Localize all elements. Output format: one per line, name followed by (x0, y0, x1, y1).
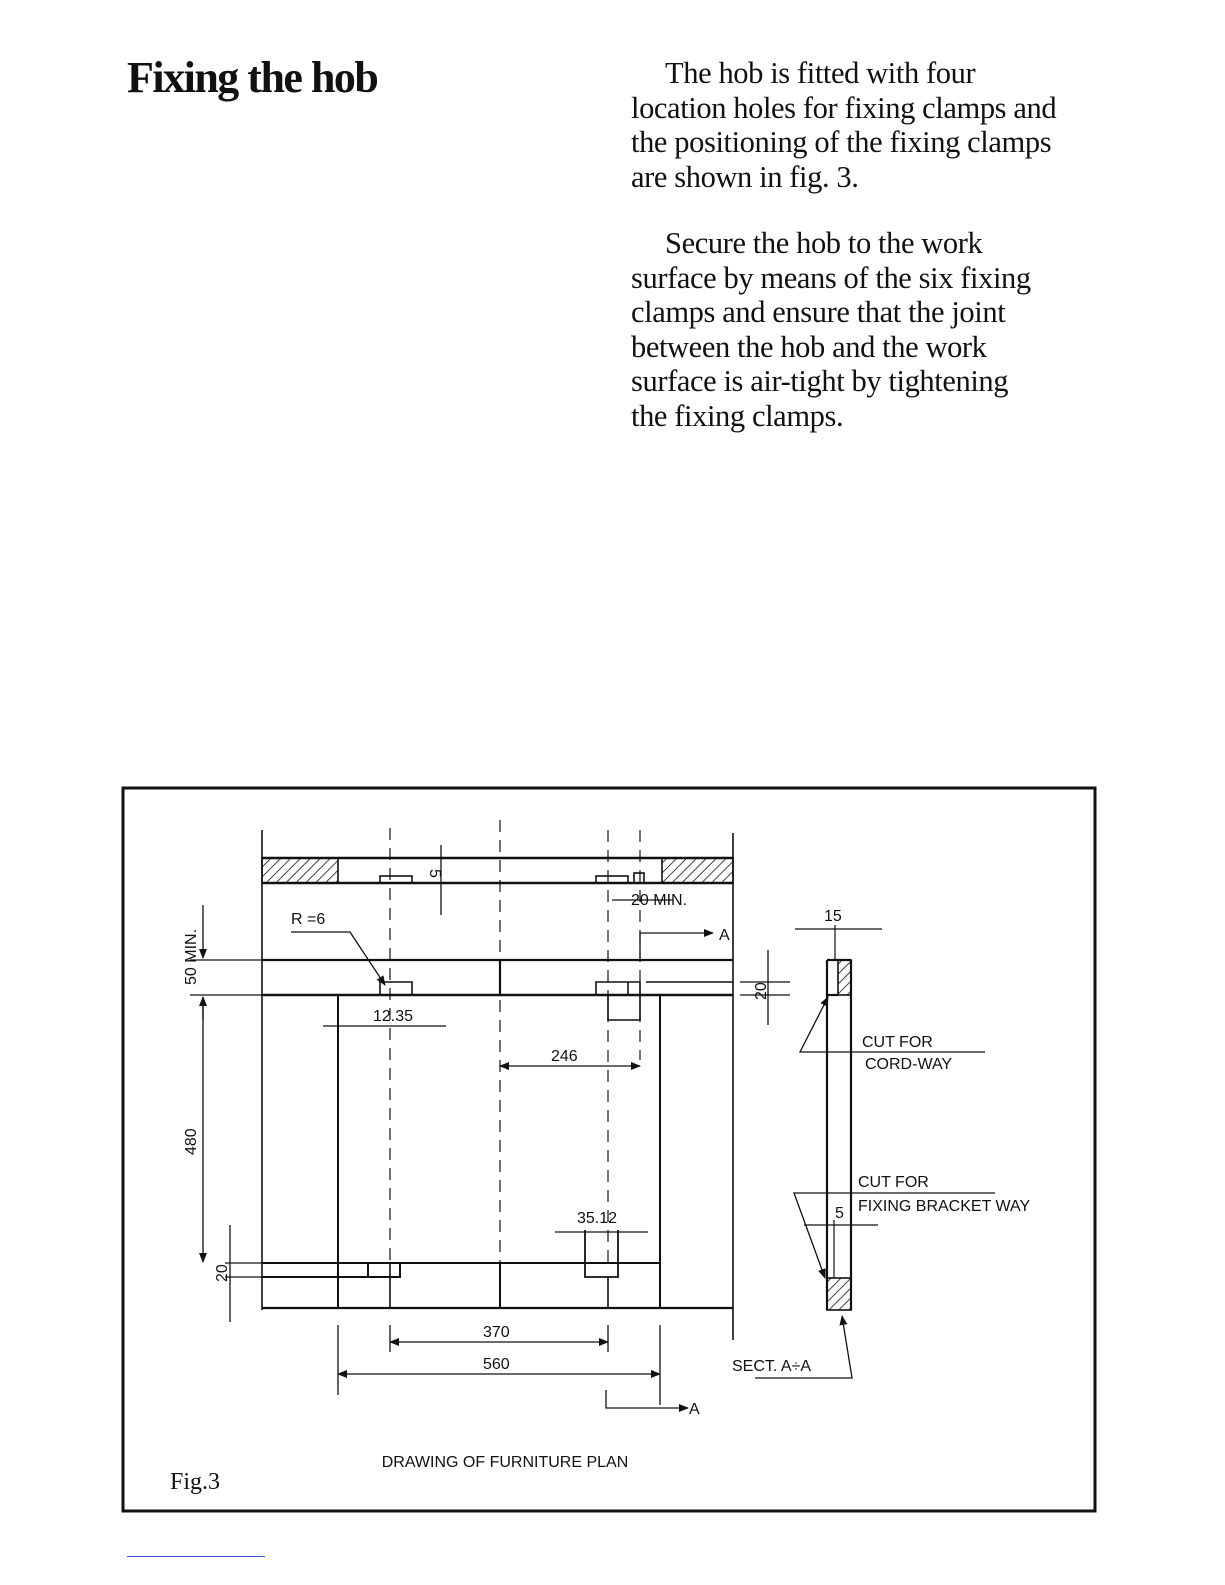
text-line: clamps and ensure that the joint (631, 295, 1006, 329)
text-line: location holes for fixing clamps and (631, 90, 1057, 125)
dim-15: 15 (824, 908, 842, 925)
figure-frame (121, 786, 1097, 1513)
text-line: the positioning of the fixing clamps (631, 125, 1052, 159)
figure-caption: DRAWING OF FURNITURE PLAN (382, 1454, 629, 1471)
section-label: SECT. A÷A (732, 1358, 811, 1375)
text-line: between the hob and the work (631, 329, 987, 364)
dim-20-min: 20 MIN. (631, 892, 687, 909)
dim-370: 370 (483, 1324, 510, 1341)
note-bracket-line1: CUT FOR (858, 1174, 929, 1191)
paragraph-location-holes: The hob is fitted with four location hol… (631, 56, 1057, 194)
text-line: surface is air-tight by tightening (631, 364, 1009, 398)
note-cord-way-line2: CORD-WAY (865, 1056, 952, 1073)
dim-r6: R =6 (291, 911, 325, 928)
text-line: Secure the hob to the work (665, 226, 983, 260)
dimension-lines (190, 845, 790, 1412)
page-title: Fixing the hob (127, 53, 379, 102)
dim-246: 246 (551, 1048, 578, 1065)
centre-lines (389, 820, 641, 1263)
dim-20-right: 20 (753, 982, 770, 1000)
section-a-a (755, 925, 995, 1379)
link-underline (127, 1556, 265, 1557)
text-line: surface by means of the six fixing (631, 260, 1031, 295)
dim-560: 560 (483, 1356, 510, 1373)
dim-5-top: 5 (426, 869, 443, 878)
section-mark-top: A (719, 927, 730, 944)
dim-35-12: 35.12 (577, 1210, 617, 1227)
dim-50-min: 50 MIN. (183, 929, 200, 985)
dim-20-left: 20 (214, 1264, 231, 1282)
dimension-labels: 5 20 MIN. R =6 50 MIN. 12.35 246 480 35.… (183, 869, 1031, 1471)
dim-480: 480 (183, 1128, 200, 1155)
text-line: are shown in fig. 3. (631, 159, 859, 194)
dim-12-35: 12.35 (373, 1008, 413, 1025)
figure-label: Fig.3 (170, 1469, 220, 1495)
plan-outline (261, 830, 734, 1340)
section-mark-bottom: A (689, 1401, 700, 1418)
text-line: the fixing clamps. (631, 398, 844, 433)
note-bracket-line2: FIXING BRACKET WAY (858, 1198, 1031, 1215)
paragraph-secure-hob: Secure the hob to the work surface by me… (631, 226, 1031, 433)
text-line: The hob is fitted with four (665, 56, 976, 90)
hatch-right (661, 857, 734, 884)
hatch-left (261, 857, 339, 884)
dim-5-section: 5 (835, 1205, 844, 1222)
note-cord-way-line1: CUT FOR (862, 1034, 933, 1051)
